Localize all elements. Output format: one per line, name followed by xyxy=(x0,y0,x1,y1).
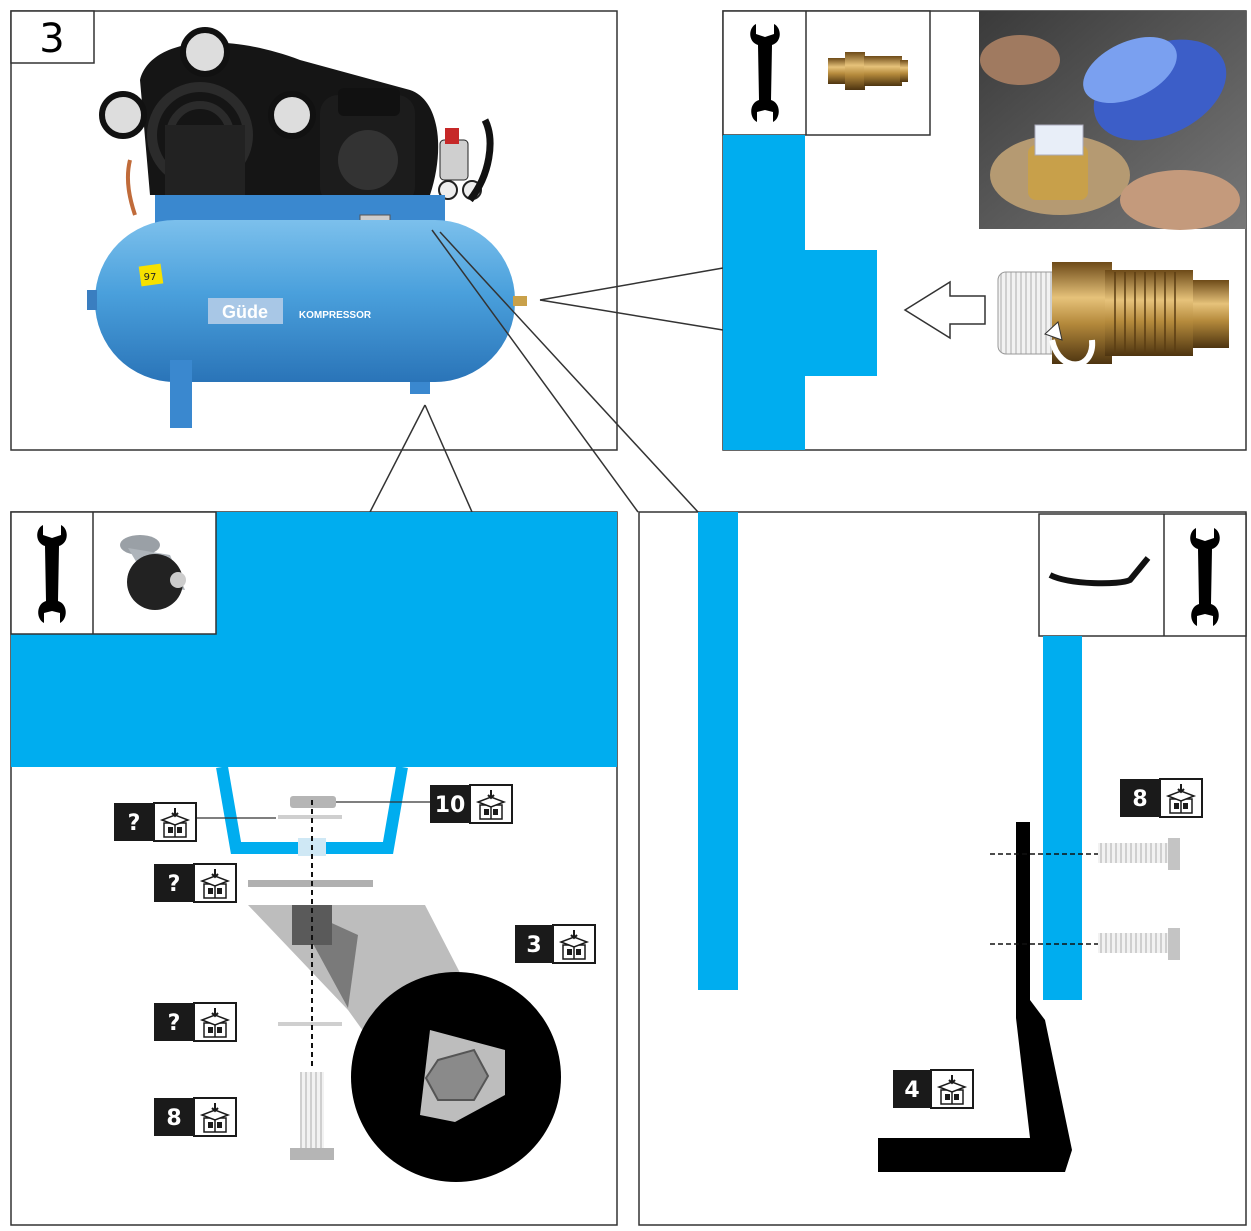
panel-handle xyxy=(638,511,1247,1226)
hex-key-icon xyxy=(1048,556,1151,587)
part-badge-nut: 10 xyxy=(430,784,513,824)
handle-bolt-lower xyxy=(1098,928,1180,960)
svg-text:8: 8 xyxy=(166,1106,181,1131)
part-badge-washer-mid: ? xyxy=(154,863,237,903)
panel-castor-wheel xyxy=(10,511,618,1226)
svg-text:10: 10 xyxy=(435,793,466,818)
brand-logo: Güde xyxy=(222,302,268,322)
svg-text:?: ? xyxy=(168,1011,181,1036)
part-badge-handle: 4 xyxy=(893,1069,974,1109)
panel-coupling xyxy=(722,10,1247,451)
bolt xyxy=(290,1072,334,1160)
svg-text:?: ? xyxy=(168,872,181,897)
washer-mid xyxy=(248,880,373,887)
arrow-left-icon xyxy=(903,280,986,340)
model-label: KOMPRESSOR xyxy=(299,310,372,321)
quick-coupling-large-icon xyxy=(997,262,1229,368)
washer-low xyxy=(278,1022,342,1026)
svg-text:4: 4 xyxy=(904,1078,919,1103)
part-badge-bolt-handle: 8 xyxy=(1120,778,1203,818)
part-badge-washer-low: ? xyxy=(154,1002,237,1042)
warning-sticker: 97 xyxy=(144,272,157,283)
svg-text:?: ? xyxy=(128,811,141,836)
svg-text:8: 8 xyxy=(1132,787,1147,812)
panel-compressor-overview: 3 xyxy=(10,10,618,451)
part-badge-wheel: 3 xyxy=(515,924,596,964)
step-number: 3 xyxy=(39,16,64,62)
part-badge-washer-top: ? xyxy=(114,802,197,842)
washer-top xyxy=(278,815,342,819)
part-badge-bolt-wheel: 8 xyxy=(154,1097,237,1137)
compressor-image: 97 Güde KOMPRESSOR xyxy=(87,27,527,428)
handle-bolt-upper xyxy=(1098,838,1180,870)
castor-wheel-icon xyxy=(120,535,186,610)
pressure-gauge-icon xyxy=(99,27,316,139)
quick-coupling-icon xyxy=(828,52,908,90)
teflon-tape-photo xyxy=(979,11,1246,230)
svg-text:3: 3 xyxy=(526,933,541,958)
callout-lines xyxy=(369,229,724,513)
handle-bar xyxy=(878,822,1072,1172)
